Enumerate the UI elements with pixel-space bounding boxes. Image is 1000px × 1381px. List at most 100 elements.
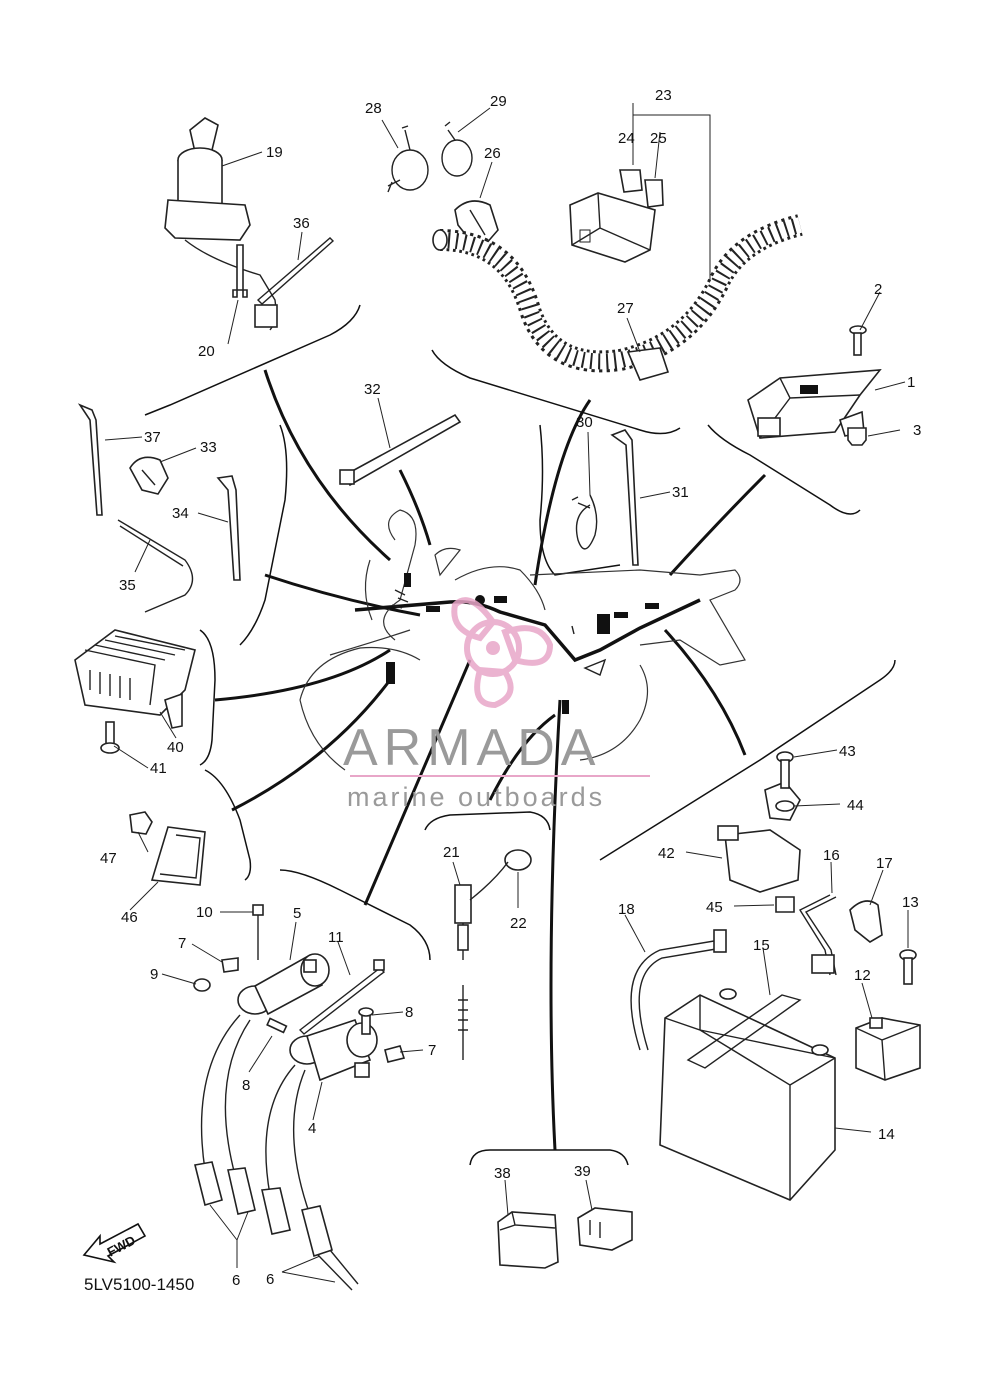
battery-part [659,988,836,1201]
bolt-part-13 [899,949,917,985]
callout-3: 3 [913,422,921,439]
high-tension-leads [200,1014,311,1216]
group-brackets [144,304,896,1166]
callout-33: 33 [200,439,217,456]
battery-lead-part-18 [630,929,727,1051]
watermark-tagline: marine outboards [347,782,605,812]
callout-46: 46 [121,909,138,926]
band-part-36 [256,237,335,305]
callout-36: 36 [293,215,310,232]
callout-37: 37 [144,429,161,446]
callout-13: 13 [902,894,919,911]
diagram-code: 5LV5100-1450 [84,1275,194,1294]
callout-15: 15 [753,937,770,954]
nut-part-47 [129,811,153,835]
cdi-unit-part [747,369,882,439]
callout-22: 22 [510,915,527,932]
clamp-part-17 [849,900,883,943]
callout-5: 5 [293,905,301,922]
ignition-coil-part-4 [289,1018,378,1082]
clamp-part-30 [571,494,598,550]
callout-24: 24 [618,130,635,147]
nut-part-45 [775,896,795,913]
band-part-34 [216,475,241,581]
callout-6-left: 6 [232,1272,240,1289]
callout-12: 12 [854,967,871,984]
callout-14: 14 [878,1126,895,1143]
callout-40: 40 [167,739,184,756]
callout-19: 19 [266,144,283,161]
cover-part-46 [150,826,206,886]
clamp-part-33 [129,456,169,495]
callout-31: 31 [672,484,689,501]
clip-part-7b [384,1045,406,1063]
clamp-part-28 [387,125,429,193]
nut-part-3 [847,427,867,446]
callout-25: 25 [650,130,667,147]
callout-11: 11 [328,929,344,946]
callout-9: 9 [150,966,158,983]
band-part-35 [117,519,194,613]
band-part-37 [77,403,103,516]
band-part-32 [339,413,462,487]
callout-2: 2 [874,281,882,298]
callout-30: 30 [576,414,593,431]
main-switch-part [164,117,278,331]
clamp-part-29 [441,121,473,177]
callout-20: 20 [198,343,215,360]
callout-4: 4 [308,1120,316,1137]
callout-8-lower: 8 [242,1077,250,1094]
armada-logo [451,597,554,709]
washer-part-44 [775,800,795,812]
callout-41: 41 [150,760,167,777]
connector-lines [214,369,767,1151]
rectifier-part [74,629,196,729]
callout-7-right: 7 [428,1042,436,1059]
bolt-part-2 [849,325,867,356]
fuse-box-part [569,169,664,263]
callout-47: 47 [100,850,117,867]
callout-labels: 1 2 3 4 5 6 6 7 7 8 8 9 10 11 12 13 14 1… [100,87,921,1289]
sensor-part-21 [454,884,472,1060]
callout-29: 29 [490,93,507,110]
callout-32: 32 [364,381,381,398]
clip-part-7a [221,957,239,973]
callout-23: 23 [655,87,672,104]
ignition-coil-part-5 [237,910,330,1016]
callout-21: 21 [443,844,460,861]
callout-42: 42 [658,845,675,862]
callout-18: 18 [618,901,635,918]
sensor-part-42 [717,781,801,893]
band-part-10 [252,904,264,916]
bolt-part-41 [100,721,120,754]
watermark-brand: ARMADA [343,719,601,777]
callout-26: 26 [484,145,501,162]
clamp-part-27 [626,347,670,381]
washer-part-9 [193,978,211,992]
bolt-part-8a [358,1007,374,1035]
plug-cap-parts [194,1161,359,1291]
callout-16: 16 [823,847,840,864]
callout-38: 38 [494,1165,511,1182]
callout-6-right: 6 [266,1271,274,1288]
callout-1: 1 [907,374,915,391]
callout-35: 35 [119,577,136,594]
callout-34: 34 [172,505,189,522]
callout-43: 43 [839,743,856,760]
starter-relay-part [855,1017,921,1081]
callout-leaders [104,103,909,1283]
callout-8-upper: 8 [405,1004,413,1021]
callout-39: 39 [574,1163,591,1180]
fwd-label: FWD [105,1232,138,1259]
band-part-31 [610,429,639,566]
callout-27: 27 [617,300,634,317]
battery-band-part [686,994,802,1069]
band-part-11 [298,959,386,1035]
callout-45: 45 [706,899,723,916]
callout-7-left: 7 [178,935,186,952]
callout-28: 28 [365,100,382,117]
bracket-part-16 [798,894,837,976]
callout-44: 44 [847,797,864,814]
callout-10: 10 [196,904,213,921]
